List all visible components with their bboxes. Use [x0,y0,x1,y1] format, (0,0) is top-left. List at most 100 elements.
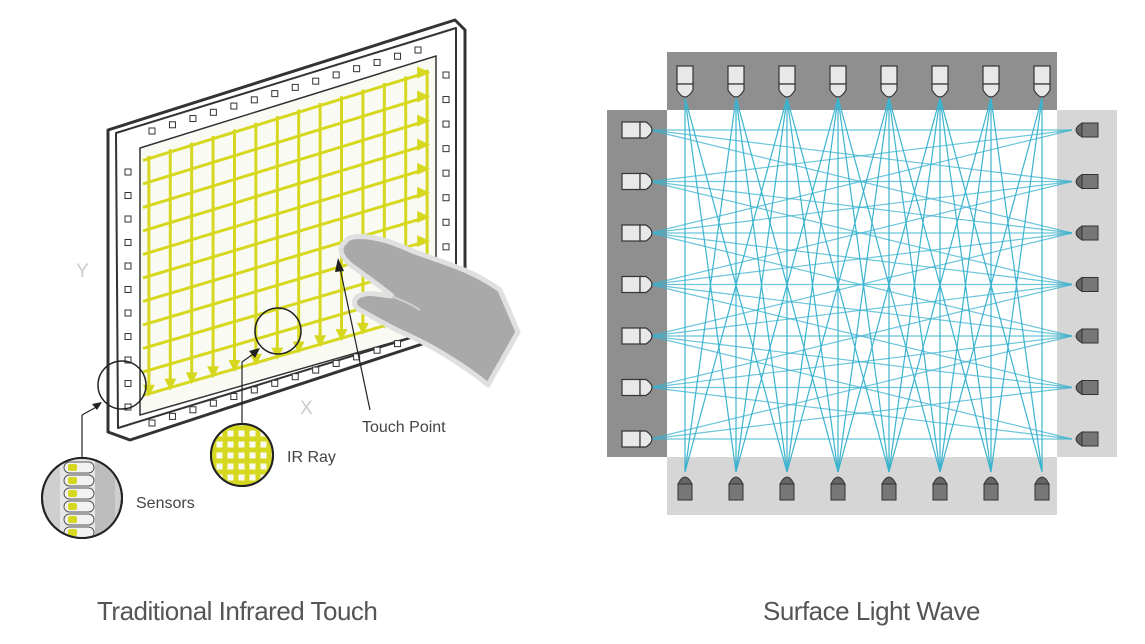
ir-vertical-arrowhead [292,341,305,354]
ir-horizontal-ray [142,191,428,280]
ir-vertical-arrowhead [228,360,241,373]
ir-horizontal-ray [142,167,428,256]
ir-vertical-arrowhead [356,322,369,335]
bezel-sensor [442,194,450,202]
bezel-sensor [394,52,402,60]
top-emitter [676,65,694,98]
bezel-sensor [124,380,132,387]
ir-horizontal-arrowhead [417,138,431,151]
bezel-sensor [373,346,381,354]
right-receiver [1075,431,1099,447]
bezel-sensor [209,399,217,407]
ir-ray-magnifier [210,423,274,487]
x-axis-label: X [300,398,313,419]
bezel-sensor [250,386,258,394]
finger-crease [391,295,421,311]
left-emitter [621,430,653,448]
left-emitter [621,172,653,191]
right-receiver [1075,276,1099,293]
bezel-sensor [312,366,320,374]
bottom-receiver [1034,476,1050,501]
left-emitter [621,275,653,294]
bezel-sensor [124,215,132,223]
sensors-arrowhead [92,402,102,410]
ir-horizontal-arrowhead [417,66,431,79]
bottom-receiver [677,476,693,501]
touch-point-label: Touch Point [362,419,446,436]
bezel-sensor [394,340,402,348]
y-axis-label: Y [76,261,89,282]
ir-vertical-arrowhead [249,353,262,366]
bezel-sensor [189,115,197,123]
bezel-sensor [230,102,238,110]
bezel-sensor [124,192,132,199]
emitters-and-receivers [621,65,1099,501]
bezel-sensor [312,77,320,85]
bezel-sensor [124,239,132,246]
sensor-pill-core [68,464,77,471]
top-emitter [880,65,898,98]
ir-horizontal-ray [142,71,428,162]
horizontal-light-beam [649,129,1073,234]
horizontal-light-beam [649,283,1073,337]
bezel-sensor [209,108,217,116]
ir-vertical-arrowhead [185,372,198,385]
hand-illustration [338,234,521,388]
bottom-receiver [779,476,795,501]
right-receiver [1075,328,1099,344]
sensor-pill-core [68,490,77,497]
left-caption: Traditional Infrared Touch [97,596,378,626]
bezel-sensor [442,120,450,128]
horizontal-light-beam [649,386,1073,440]
bezel-sensor [373,58,381,66]
bezel-sensor [168,412,176,420]
ir-horizontal-arrowhead [417,90,431,103]
bezel-sensor [271,379,279,387]
ir-horizontal-ray [142,119,428,209]
right-receiver [1075,225,1099,241]
ir-horizontal-ray [142,95,428,186]
ir-ray-arrowhead [249,348,260,358]
top-emitter [829,65,847,98]
horizontal-light-beam [649,180,1073,234]
ir-ray-label: IR Ray [287,449,336,466]
bezel-sensor [442,169,450,177]
bezel-sensor [124,356,132,364]
bezel-sensor [332,359,340,367]
ir-horizontal-arrowhead [417,162,431,175]
left-emitter [621,327,653,345]
bezel-sensor [291,83,299,91]
horizontal-light-beam [649,335,1073,440]
bezel-sensor [230,393,238,401]
bezel-sensor [124,168,132,176]
right-receiver [1075,379,1099,396]
bezel-sensor [332,71,340,79]
light-beam-mesh [649,97,1073,473]
left-emitter [621,378,653,397]
left-emitter [621,121,653,139]
ir-vertical-arrowhead [335,329,348,342]
bezel-sensor [148,127,156,135]
bezel-sensor [442,71,450,79]
bottom-receiver [983,476,999,501]
top-emitter [1033,65,1051,98]
bezel-sensor [124,262,132,270]
left-emitter [621,224,653,242]
sensor-bezel [124,46,450,427]
bezel-sensor [124,333,132,340]
top-emitter [727,65,745,98]
ir-horizontal-arrowhead [417,211,431,224]
horizontal-light-beam [649,129,1073,183]
touch-point-leader-line [339,267,371,411]
ir-horizontal-ray [142,143,428,233]
ir-horizontal-ray [142,311,428,397]
bottom-receiver [830,476,846,501]
bottom-receiver [881,476,897,501]
ir-horizontal-arrowhead [417,114,431,127]
touch-point-arrowhead [335,258,344,272]
bezel-sensor [124,286,132,293]
bezel-sensor [414,46,422,54]
ir-horizontal-arrowhead [417,186,431,199]
sensor-pill-core [68,477,77,484]
top-emitter [778,65,796,98]
